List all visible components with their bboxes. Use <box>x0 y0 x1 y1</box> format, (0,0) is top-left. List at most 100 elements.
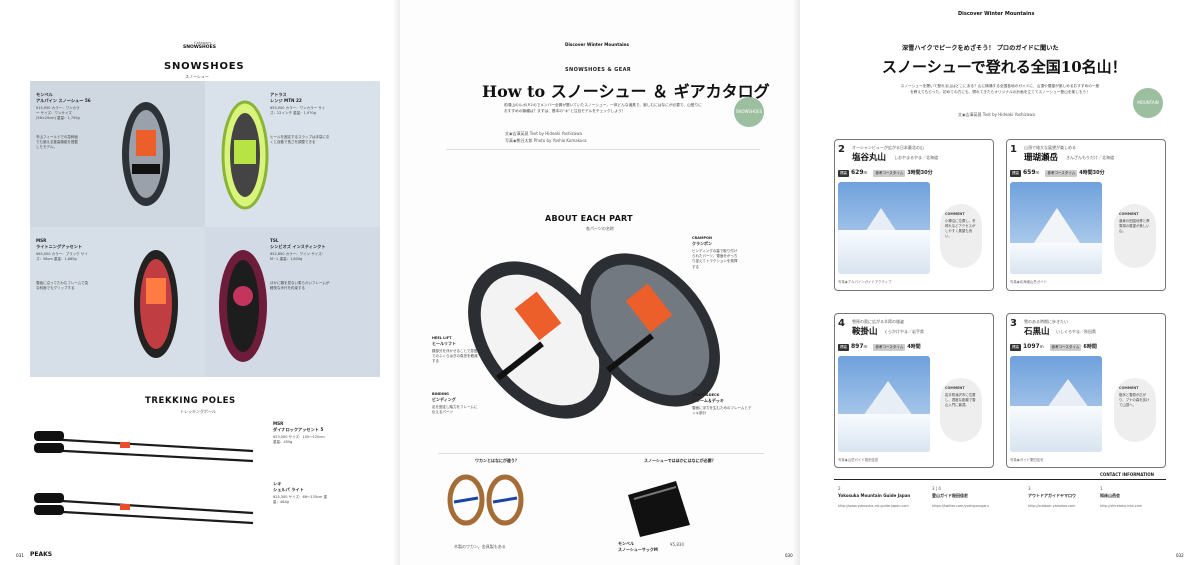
mountain-area: 雪のある時期に歩きたい <box>1024 319 1068 324</box>
snowshoe-image <box>122 102 170 206</box>
product-name: ライトニングアッセント <box>36 244 83 249</box>
product-name: アルパイン スノーシュー 56 <box>36 98 91 103</box>
contact-url[interactable]: http://shiretoko-mts.com <box>1100 504 1142 508</box>
contact-title: CONTACT INFORMATION <box>1100 472 1155 477</box>
mountain-photo <box>1010 356 1102 452</box>
contact-name: 知床山岳会 <box>1100 493 1120 498</box>
poles-title: TREKKING POLES <box>145 396 236 406</box>
contact-url[interactable]: http://outdoor-yamaloo.com <box>1028 504 1076 508</box>
mountain-name: 鞍掛山 <box>852 327 878 337</box>
mountain-name: 塩谷丸山 <box>852 153 887 163</box>
snowshoe-image <box>221 100 269 210</box>
mountain-area: 山頂で雄大な展望が楽しめる <box>1024 145 1076 150</box>
mountain-rank: 4 <box>838 318 845 329</box>
page-header: Discover Winter Mountains <box>565 42 629 47</box>
product-specs: ¥55,000 カラー：ワンカラー サイズ：22インチ 重量：1,970g <box>270 106 326 116</box>
pole-name: シェルパ ライト <box>273 487 304 492</box>
contact-url[interactable]: https://twitter.com/yoshigarugaru <box>932 504 989 508</box>
writer-credit: 文◉吉澤英晃 Text by Hideaki Yoshizawa <box>958 112 1035 117</box>
body-column <box>446 158 516 206</box>
contact-number: 3 | 4 <box>932 486 941 491</box>
mountain-area: 雪原の奥に広がる羊蹄の雄姿 <box>852 319 904 324</box>
contact-name: アウトドアガイドヤマロウ <box>1028 493 1076 498</box>
wakan-caption: 木製のワカン。金具製もある <box>454 544 506 549</box>
product-brand: TSL <box>270 238 279 243</box>
poles-subtitle: トレッキングポール <box>180 409 216 414</box>
pole-brand: レキ <box>273 481 282 486</box>
question-2: スノーシューではほかにはなにが必要？ <box>644 458 716 463</box>
contact-number: 1 <box>1100 486 1103 491</box>
product-brand: MSR <box>36 238 47 243</box>
product-brand: モンベル <box>36 92 53 97</box>
photo-caption: 写真◉北海道山岳ガイド <box>1010 280 1047 284</box>
mountain-rank: 1 <box>1010 144 1017 155</box>
page-number: 030 <box>785 553 793 558</box>
section-title: SNOWSHOES <box>164 61 245 72</box>
divider <box>438 453 764 454</box>
photo-credit: 写真◉熊谷太郎 Photo by Yoshio Kumakura <box>505 138 587 143</box>
mountain-reading: しおやまるやま／北海道 <box>894 155 938 160</box>
lead-text: 前項山のルポ(P.24)でメンバー全員が履いていたスノーシュー。一体どんな道具で… <box>504 103 702 113</box>
category-label: Category <box>194 40 212 45</box>
divider <box>446 149 760 150</box>
about-title: ABOUT EACH PART <box>545 214 633 223</box>
product-specs: ¥15,950 カラー：ワンカラー サイズ：ワンサイズ (56×20cm) 重量… <box>36 106 80 121</box>
page-header: Discover Winter Mountains <box>958 11 1035 17</box>
mountain-photo <box>1010 182 1102 274</box>
part-title-binding: BINDING <box>432 392 449 396</box>
pole-specs: ¥23,000 サイズ：105〜120cm 重量：450g <box>273 435 325 445</box>
product-note: 雪面に沿ってたわむフレームで急な斜面でもグリップする <box>36 281 89 291</box>
contact-divider <box>834 479 1166 480</box>
snowshoe-image <box>219 250 267 362</box>
contact-number: 3 <box>1028 486 1031 491</box>
product-brand: アトラス <box>270 92 287 97</box>
body-column <box>623 158 693 206</box>
poles-image <box>34 431 254 525</box>
category-title: SNOWSHOES <box>183 45 216 50</box>
badge-icon: SNOWSHOES <box>734 97 764 127</box>
mountain-area: オーシャンビューが広がる日本最北の山 <box>852 145 924 150</box>
pole-name: ダイナロックアッセント 5 <box>273 427 324 432</box>
wakan-image <box>447 474 524 526</box>
photo-caption: 写真◉アルパインガイドアクティブ <box>838 280 892 284</box>
part-title-heel-lift: HEEL LIFT <box>432 336 452 340</box>
bag-price: ¥5,830 <box>670 542 684 547</box>
photo-caption: 写真◉山岳ガイド桜田佳宏 <box>838 458 879 462</box>
product-note: ヒールを固定するスラップは手袋に引くと自動で長さを調整できる <box>270 135 330 145</box>
part-desc-crampon: ビンディングの裏で取り付けられたパーツ。雪面をがっちり捉えてトラクションを発揮す… <box>692 249 738 269</box>
mountain-rank: 2 <box>838 144 845 155</box>
snowshoe-diagram <box>468 253 720 419</box>
about-subtitle: 各パーツの名称 <box>586 226 614 231</box>
badge-icon: MOUNTAIN <box>1133 88 1163 118</box>
part-sub-crampon: クランポン <box>692 241 712 246</box>
product-name: シンビオズ インスティンクト <box>270 244 326 249</box>
part-title-frame-deck: FRAME&DECK <box>692 393 720 397</box>
section-subtitle: スノーシュー <box>185 74 209 79</box>
product-specs: ¥52,800 カラー：ワイン サイズ：M・L 重量：1,800g <box>270 252 326 262</box>
left-page: Category SNOWSHOES SNOWSHOES スノーシュー モンベル… <box>0 0 400 565</box>
pole-specs: ¥25,300 サイズ：68〜135cm 重量：484g <box>273 495 328 505</box>
part-sub-heel-lift: ヒールリフト <box>432 341 456 346</box>
right-page: Discover Winter Mountains 深雪ハイクでピークをめざそう… <box>800 0 1200 565</box>
lead-text: スノーシューを履いて登れる山はどこにある？山に精通する全国各地のガイドに、山頂や… <box>900 84 1100 94</box>
mountain-photo <box>838 356 930 452</box>
page-number: 032 <box>1176 553 1184 558</box>
product-note: ほかに類を見ない柔らかいフレームが軽快な歩行を約束する <box>270 281 330 291</box>
page-title: How to スノーシュー ＆ ギアカタログ <box>482 82 770 101</box>
contact-url[interactable]: http://www.yokosuka-mt-guide.japan.com <box>838 504 909 508</box>
mountain-name: 珊瑚瀬岳 <box>1024 153 1059 163</box>
pole-brand: MSR <box>273 421 284 426</box>
bag-image <box>628 481 690 537</box>
mountain-reading: いしぐろやま／秋田県 <box>1056 329 1096 334</box>
page-number: 031 <box>16 553 24 558</box>
contact-name: Yokosuka Mountain Guide Japan <box>838 493 911 498</box>
writer-credit: 文◉吉澤英晃 Text by Hideaki Yoshizawa <box>505 131 582 136</box>
part-desc-heel-lift: 踵部分を浮かせることで急登でのふくらはぎの負担を軽減する <box>432 349 478 364</box>
